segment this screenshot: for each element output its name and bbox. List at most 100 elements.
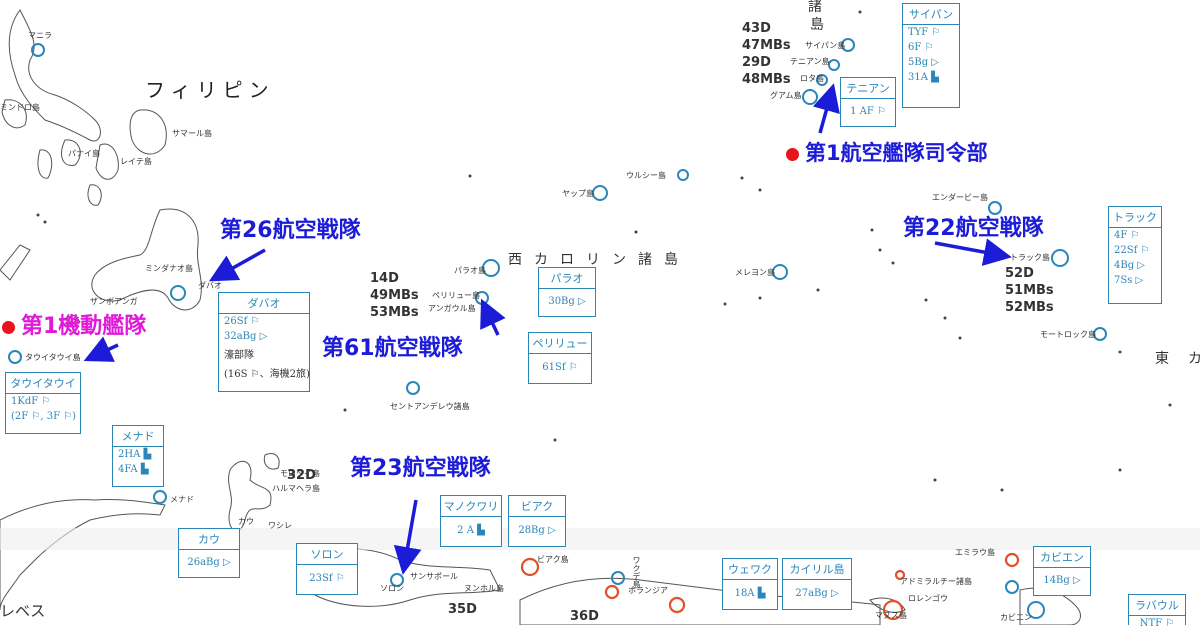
ulithi-label: ウルシー島 — [626, 171, 666, 180]
samar-label: サマール島 — [172, 129, 212, 138]
box-kairiru: カイリル島 27aBg ▷ — [782, 558, 852, 610]
palau-place-label: パラオ島 — [454, 266, 486, 275]
box-title: ラバウル — [1129, 595, 1185, 616]
allied-markers — [520, 552, 1020, 621]
box-title: トラック — [1109, 207, 1161, 228]
box-row: 27aBg ▷ — [795, 588, 839, 599]
box-title: ビアク — [509, 496, 565, 517]
callout-1st-mobile-fleet-text: 第1機動艦隊 — [21, 314, 147, 339]
wasile-label: ワシレ — [268, 521, 292, 530]
marianas-code-1: 43D — [742, 21, 771, 36]
box-row: 6F ⚐ — [908, 42, 934, 53]
rota-label: ロタ島 — [800, 74, 824, 83]
box-row: 4Bg ▷ — [1114, 260, 1145, 271]
box-row: 7Ss ▷ — [1114, 275, 1144, 286]
sonsorol-label: セントアンデレウ諸島 — [390, 402, 470, 411]
callout-61st-air-flotilla: 第61航空戦隊 — [322, 336, 463, 361]
callout-23rd-air-flotilla: 第23航空戦隊 — [350, 456, 491, 481]
box-saipan: サイパン TYF ⚐ 6F ⚐ 5Bg ▷ 31A ▙ — [902, 3, 960, 108]
morotai-label: モロタイ島 — [280, 469, 320, 478]
box-kau: カウ 26aBg ▷ — [178, 528, 240, 578]
emirau-label: エミラウ島 — [955, 548, 995, 557]
halmahera-code: 32D — [287, 468, 316, 483]
box-title: カウ — [179, 529, 239, 550]
truk-code-3: 52MBs — [1005, 300, 1054, 315]
small-island-dots — [10, 10, 1172, 492]
palau-code-2: 49MBs — [370, 288, 419, 303]
box-title: カイリル島 — [783, 559, 851, 580]
leyte-label: レイテ島 — [120, 157, 152, 166]
angaur-label: アンガウル島 — [428, 304, 476, 313]
mindanao-label: ミンダナオ島 — [145, 264, 193, 273]
celebes-label: レベス — [0, 602, 46, 620]
hq-dot-icon — [2, 320, 15, 334]
sorong-code: 35D — [448, 602, 477, 617]
box-manokwari: マノクワリ 2 A ▙ — [440, 495, 502, 547]
manus-label: マヌス島 — [875, 611, 907, 620]
tawitawi-place-label: タウイタウイ島 — [25, 353, 81, 362]
east2-label: カ — [1188, 352, 1200, 366]
box-row: 31A ▙ — [908, 72, 939, 83]
box-title: ソロン — [297, 544, 357, 565]
kau-place-label: カウ — [238, 517, 254, 526]
marianas-code-2: 47MBs — [742, 38, 791, 53]
box-title: マノクワリ — [441, 496, 501, 517]
box-davao: ダバオ 26Sf ⚐ 32aBg ▷ 濠部隊 (16S ⚐、海機2旅) — [218, 292, 310, 392]
box-row: NTF ⚐ — [1139, 618, 1175, 629]
sansapor-label: サンサポール — [410, 572, 458, 581]
box-kavieng: カビエン 14Bg ▷ — [1033, 546, 1091, 596]
palau-code-1: 14D — [370, 271, 399, 286]
mariana-label-1: 諸 — [808, 0, 822, 15]
peleliu-place-label: ペリリュー島 — [432, 291, 480, 300]
sorong-place-label: ソロン — [380, 584, 404, 593]
box-row: 61Sf ⚐ — [542, 362, 578, 373]
marianas-code-3: 29D — [742, 55, 771, 70]
callout-22nd-air-flotilla: 第22航空戦隊 — [903, 216, 1044, 241]
mariana-label-2: 島 — [810, 17, 824, 33]
box-row: 1 AF ⚐ — [850, 106, 886, 117]
box-title: ペリリュー — [529, 333, 591, 354]
box-row: TYF ⚐ — [908, 27, 941, 38]
box-row: 18A ▙ — [734, 588, 766, 599]
box-row: 濠部隊 — [224, 350, 254, 361]
tinian-place-label: テニアン島 — [790, 57, 830, 66]
admiralty-label: アドミラルチー諸島 — [900, 577, 972, 586]
box-row: 26Sf ⚐ — [224, 316, 260, 327]
palau-code-3: 53MBs — [370, 305, 419, 320]
panay-label: パナイ島 — [68, 149, 100, 158]
box-row: 4FA ▙ — [118, 464, 149, 475]
box-rabaul: ラバウル NTF ⚐ — [1128, 594, 1186, 629]
zamboanga-label: ザンボアンガ — [90, 297, 138, 306]
noemfoor-label: ヌンホル島 — [464, 584, 504, 593]
box-title: タウイタウイ — [6, 373, 80, 394]
davao-place-label: ダバオ — [198, 281, 222, 290]
callout-1st-air-fleet-hq: 第1航空艦隊司令部 — [786, 143, 988, 164]
box-wewak: ウェワク 18A ▙ — [722, 558, 778, 610]
truk-place-label: トラック島 — [1010, 253, 1050, 262]
mortlock-label: モートロック島 — [1040, 330, 1096, 339]
box-tinian: テニアン 1 AF ⚐ — [840, 77, 896, 127]
newguinea-code: 36D — [570, 609, 599, 624]
box-row: 23Sf ⚐ — [309, 573, 345, 584]
box-row: 26aBg ▷ — [187, 557, 231, 568]
guam-label: グアム島 — [770, 91, 802, 100]
box-row: 1KdF ⚐ — [11, 396, 51, 407]
box-row: 2HA ▙ — [118, 449, 152, 460]
west-carolines-label: 西カロリン諸島 — [508, 252, 690, 268]
box-title: ダバオ — [219, 293, 309, 314]
box-title: カビエン — [1034, 547, 1090, 568]
box-title: サイパン — [903, 4, 959, 25]
box-row: 28Bg ▷ — [518, 525, 556, 536]
box-title: パラオ — [539, 268, 595, 289]
saipan-place-label: サイパン島 — [805, 41, 846, 50]
truk-code-2: 51MBs — [1005, 283, 1054, 298]
box-palau: パラオ 30Bg ▷ — [538, 267, 596, 317]
box-row: (2F ⚐, 3F ⚐) — [11, 411, 77, 422]
callout-1st-mobile-fleet: 第1機動艦隊 — [2, 316, 146, 338]
halmahera-label: ハルマヘラ島 — [272, 484, 320, 493]
box-tawitawi: タウイタウイ 1KdF ⚐ (2F ⚐, 3F ⚐) — [5, 372, 81, 434]
box-title: ウェワク — [723, 559, 777, 580]
callout-arrows — [83, 83, 1012, 575]
truk-code-1: 52D — [1005, 266, 1034, 281]
kavieng-place-label: カビエン — [1000, 613, 1032, 622]
